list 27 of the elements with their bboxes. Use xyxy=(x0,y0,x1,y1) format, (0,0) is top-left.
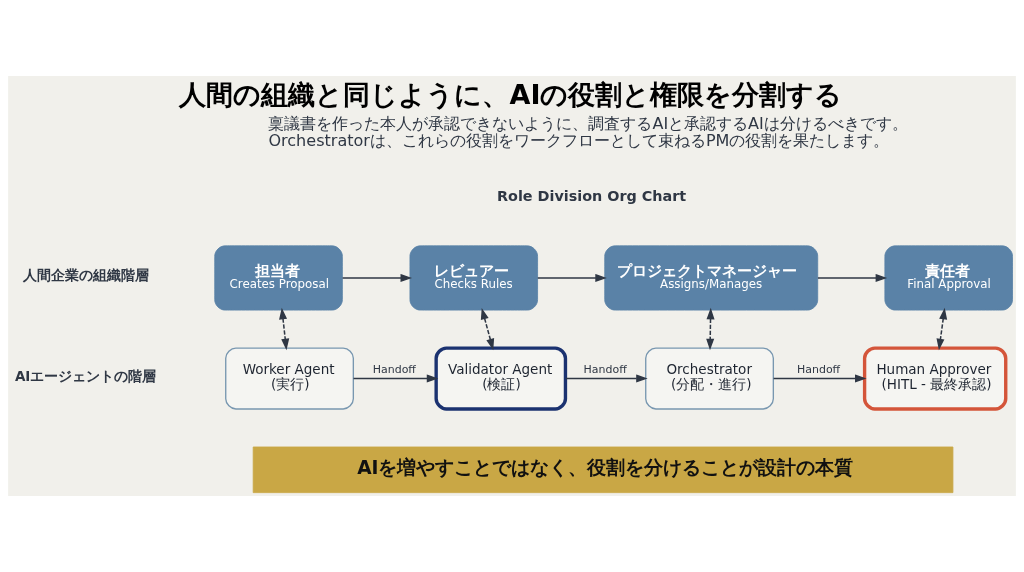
arrow xyxy=(772,374,867,383)
edge-label: Handoff xyxy=(797,362,841,376)
arrow xyxy=(341,273,412,282)
arrow xyxy=(564,374,648,383)
node-box: AIを増やすことではなく、役割を分けることが設計の本質 xyxy=(252,446,954,494)
edge-label: Handoff xyxy=(583,362,627,376)
label: AIエージェントの階層 xyxy=(14,367,157,384)
diagram-title: 人間の組織と同じように、AIの役割と権限を分割する xyxy=(179,78,843,110)
node-box: Human Approver (HITL - 最終承認) xyxy=(862,346,1008,411)
arrow xyxy=(537,273,607,282)
node-box: 担当者 Creates Proposal xyxy=(214,245,343,311)
label: 人間企業の組織階層 xyxy=(22,267,149,284)
node-box: Validator Agent (検証) xyxy=(434,346,568,411)
arrow xyxy=(706,307,715,351)
node-box: Worker Agent (実行) xyxy=(225,347,354,410)
label: 稟議書を作った本人が承認できないように、調査するAIと承認するAIは分けるべきです。Orchestratorは、これらの役割をワークフローとして束ねるPMの役割を果たします。 xyxy=(268,113,908,151)
arrow xyxy=(480,307,495,351)
node-box: Orchestrator (分配・進行) xyxy=(645,347,774,410)
edge-label: Handoff xyxy=(372,362,416,376)
arrow xyxy=(936,307,948,351)
arrow xyxy=(352,374,439,383)
node-box: レビュアー Checks Rules xyxy=(409,245,538,311)
arrow xyxy=(817,273,888,282)
node-box: プロジェクトマネージャー Assigns/Manages xyxy=(604,245,819,311)
node-box: 責任者 Final Approval xyxy=(884,245,1013,311)
label: Role Division Org Chart xyxy=(497,188,687,205)
arrow xyxy=(279,307,290,351)
